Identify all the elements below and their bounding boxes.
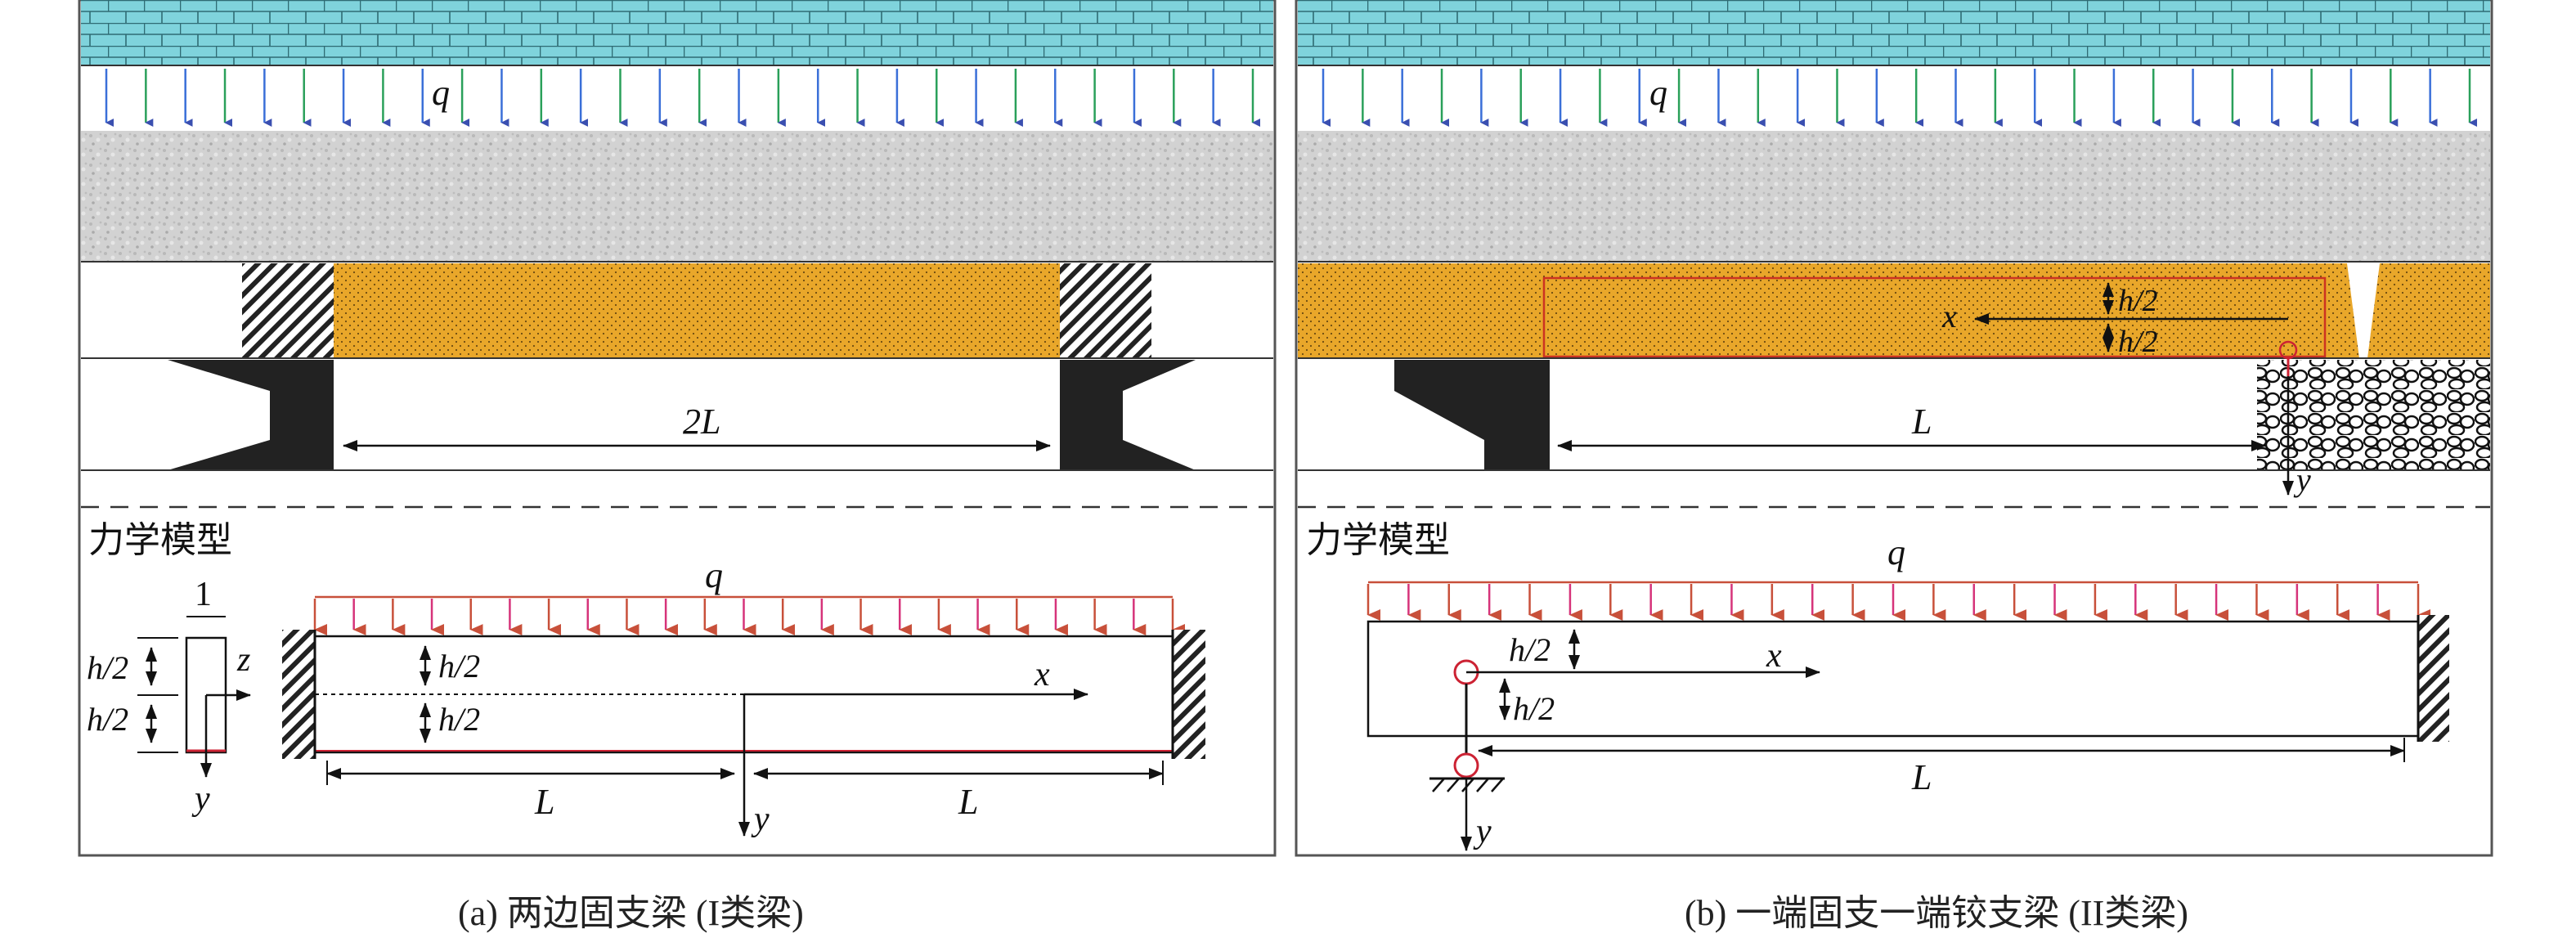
- y-label-b: y: [2293, 461, 2311, 498]
- model-load-arrows: [313, 599, 1185, 635]
- broken-rock: [2257, 360, 2490, 470]
- distributed-load-arrows: [105, 69, 1260, 127]
- y-label-a: y: [751, 801, 770, 838]
- span-label-b: L: [1911, 402, 1932, 442]
- beam-half-top-a: h/2: [438, 648, 480, 684]
- x-label-b: x: [1941, 298, 1957, 334]
- panel-b-frame: [1295, 0, 2493, 857]
- distributed-load-arrows-b: [1322, 69, 2477, 127]
- section-z-label: z: [236, 641, 250, 679]
- beam-b: [1367, 620, 2420, 738]
- model-half-bottom-b: h/2: [1513, 690, 1555, 727]
- panel-a: q 2L 力学模型 1 h/2 h/2 z y q: [78, 0, 1277, 857]
- gravel-stratum-b: [1298, 131, 2490, 262]
- coal-seam: [334, 263, 1060, 358]
- model-title-b: 力学模型: [1306, 519, 1450, 561]
- pillar-b: [1394, 360, 1550, 470]
- section-width-label: 1: [195, 576, 212, 613]
- caption-b: (b) 一端固支一端铰支梁 (II类梁): [1685, 893, 2188, 933]
- model-span-label-b: L: [1911, 757, 1932, 797]
- model-x-label: x: [1766, 637, 1782, 675]
- left-fixed-support: [282, 630, 315, 759]
- section-y-label: y: [191, 780, 210, 818]
- section-half-top: h/2: [87, 649, 128, 686]
- model-load-symbol-a: q: [705, 555, 723, 595]
- caption-a: (a) 两边固支梁 (I类梁): [458, 893, 804, 933]
- load-symbol-a: q: [432, 73, 450, 113]
- model-load-symbol-b: q: [1887, 532, 1905, 572]
- right-pillar-shape: [1060, 360, 1196, 470]
- panel-b: q x h/2 h/2 L y 力学模型 q: [1295, 0, 2493, 857]
- beam-outline-b: [1542, 276, 2327, 358]
- ground-hatch: [1432, 778, 1504, 792]
- brick-layer: [81, 0, 1273, 65]
- half-bottom-b: h/2: [2118, 325, 2158, 359]
- x-label-a: x: [1034, 656, 1050, 693]
- left-pillar: [168, 360, 334, 470]
- span-label-a: 2L: [683, 402, 720, 442]
- beam-half-bottom-a: h/2: [438, 701, 480, 738]
- left-span-label: L: [534, 782, 554, 822]
- right-fixed-support: [1173, 630, 1205, 759]
- half-top-b: h/2: [2118, 284, 2158, 318]
- load-symbol-b: q: [1649, 73, 1667, 113]
- model-title-a: 力学模型: [88, 519, 232, 561]
- fracture-notch: [2347, 263, 2380, 358]
- right-fixed-support-b: [2418, 615, 2449, 742]
- pin-bottom: [1453, 752, 1479, 779]
- gravel-stratum: [81, 131, 1273, 262]
- model-y-label: y: [1473, 813, 1492, 850]
- section-half-bottom: h/2: [87, 701, 128, 738]
- brick-layer-b: [1298, 0, 2490, 65]
- panel-a-frame: [78, 0, 1277, 857]
- right-goaf-hatch: [1060, 263, 1151, 358]
- model-half-top-b: h/2: [1509, 631, 1551, 668]
- left-goaf-hatch: [242, 263, 334, 358]
- model-load-arrows-b: [1367, 584, 2430, 621]
- right-span-label: L: [958, 782, 978, 822]
